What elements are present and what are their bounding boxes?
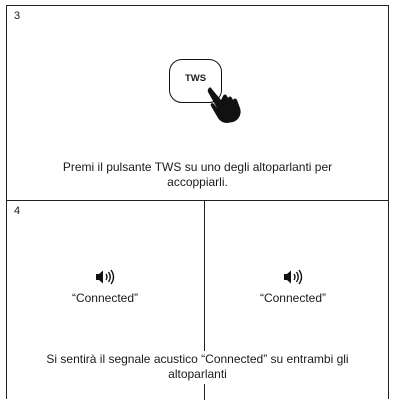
- step-4-caption: Si sentirà il segnale acustico “Connecte…: [7, 351, 388, 383]
- step-number: 4: [14, 205, 21, 217]
- connected-label: “Connected”: [259, 291, 327, 305]
- step-3-caption: Premi il pulsante TWS su uno degli altop…: [7, 160, 388, 190]
- tws-button-label: TWS: [184, 73, 207, 84]
- pointing-hand-icon: [207, 87, 241, 123]
- right-speaker-status: “Connected”: [233, 269, 353, 307]
- column-divider: [204, 201, 205, 353]
- caption-line: accoppiarli.: [167, 175, 228, 189]
- caption-line: Si sentirà il segnale acustico “Connecte…: [46, 352, 349, 366]
- step-number: 3: [14, 10, 21, 22]
- speaker-sound-icon: [96, 269, 115, 285]
- speaker-sound-icon: [284, 269, 303, 285]
- step-4-panel: 4 “Connected” “Connected” Si sentirà il …: [6, 200, 389, 400]
- caption-line: Premi il pulsante TWS su uno degli altop…: [62, 160, 333, 174]
- left-speaker-status: “Connected”: [45, 269, 165, 307]
- column-divider: [204, 384, 205, 400]
- tws-button-illustration: TWS: [169, 59, 222, 103]
- caption-line: altoparlanti: [168, 367, 227, 381]
- step-3-panel: 3 TWS Premi il pulsante TWS su uno degli…: [6, 5, 389, 201]
- connected-label: “Connected”: [71, 291, 139, 305]
